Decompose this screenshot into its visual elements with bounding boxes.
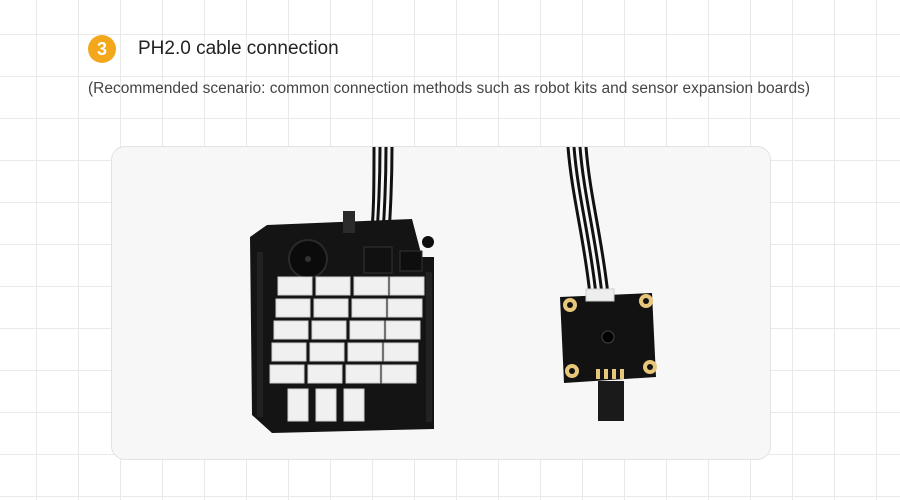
step-header: 3 PH2.0 cable connection xyxy=(88,33,339,65)
sensor-module xyxy=(560,288,657,421)
scenario-description: (Recommended scenario: common connection… xyxy=(88,80,810,97)
step-title: PH2.0 cable connection xyxy=(138,38,339,59)
step-number-badge: 3 xyxy=(88,35,116,63)
expansion-board xyxy=(250,211,434,433)
photo-illustration xyxy=(250,147,657,433)
product-photo xyxy=(111,146,771,460)
